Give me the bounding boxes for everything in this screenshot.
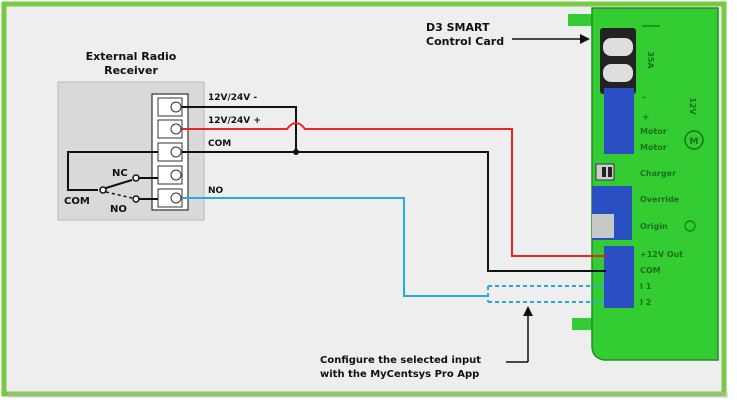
i1-label: I 1 bbox=[640, 282, 652, 291]
screw-2 bbox=[170, 123, 182, 135]
wire-junction bbox=[293, 149, 299, 155]
card-com-label: COM bbox=[640, 266, 661, 275]
fuse-2 bbox=[603, 64, 633, 82]
relay-schematic: NC COM NO bbox=[64, 151, 158, 215]
relay-com-label: COM bbox=[64, 196, 90, 207]
relay-no-label: NO bbox=[110, 204, 127, 215]
fuse-holder bbox=[600, 28, 636, 94]
relay-arm bbox=[105, 179, 133, 189]
relay-dashed-arm bbox=[105, 191, 133, 199]
card-title-line1: D3 SMART bbox=[426, 21, 490, 34]
screw-3 bbox=[170, 146, 182, 158]
origin-sensor-plug bbox=[592, 214, 614, 238]
terminal-1-label: 12V/24V - bbox=[208, 93, 257, 103]
motor-icon-letter: M bbox=[690, 137, 699, 147]
i2-label: I 2 bbox=[640, 298, 651, 307]
plus12-out-label: +12V Out bbox=[640, 250, 683, 259]
card-title-line2: Control Card bbox=[426, 35, 504, 48]
screw-1 bbox=[170, 101, 182, 113]
charger-label: Charger bbox=[640, 169, 676, 178]
motor-label-1: Motor bbox=[640, 127, 667, 136]
relay-com-wire bbox=[67, 151, 158, 191]
screw-4 bbox=[170, 169, 182, 181]
wire-no bbox=[182, 197, 488, 297]
motor-icon bbox=[684, 130, 704, 150]
receiver-title-line2: Receiver bbox=[104, 64, 158, 77]
fuse-label: 35A bbox=[646, 51, 655, 69]
battery-terminal-block bbox=[604, 88, 634, 154]
origin-label: Origin bbox=[640, 222, 668, 231]
motor-label-2: Motor bbox=[640, 143, 667, 152]
origin-icon bbox=[684, 220, 696, 232]
relay-no-contact bbox=[132, 195, 140, 203]
control-card: 35A - + 12V Motor Motor M Charger Overri… bbox=[568, 7, 719, 361]
card-mount-tab-top bbox=[568, 14, 594, 26]
wire-positive bbox=[182, 122, 606, 257]
wire-negative bbox=[182, 106, 297, 152]
callout-line1: Configure the selected input bbox=[320, 355, 481, 366]
relay-com-contact bbox=[99, 186, 107, 194]
card-title-arrowhead bbox=[580, 34, 590, 44]
frame-shadow bbox=[8, 392, 728, 398]
charger-pin-2 bbox=[608, 167, 612, 177]
terminal-5-label: NO bbox=[208, 186, 224, 196]
battery-minus: - bbox=[642, 93, 646, 103]
io-terminal-block bbox=[604, 246, 634, 308]
callout-line2: with the MyCentsys Pro App bbox=[320, 369, 479, 380]
wire-com bbox=[182, 151, 606, 272]
terminal-3-label: COM bbox=[208, 139, 231, 149]
terminal-2-label: 12V/24V + bbox=[208, 116, 261, 126]
card-mount-tab-bottom bbox=[572, 318, 592, 330]
override-label: Override bbox=[640, 195, 680, 204]
charger-pin-1 bbox=[602, 167, 606, 177]
screw-5 bbox=[170, 192, 182, 204]
fuse-1 bbox=[603, 38, 633, 56]
relay-nc-label: NC bbox=[112, 168, 128, 179]
relay-nc-contact bbox=[132, 174, 140, 182]
battery-plus: + bbox=[642, 113, 650, 123]
receiver-title-line1: External Radio bbox=[86, 50, 177, 63]
callout-arrowhead bbox=[523, 306, 533, 316]
battery-12v-label: 12V bbox=[688, 97, 697, 115]
